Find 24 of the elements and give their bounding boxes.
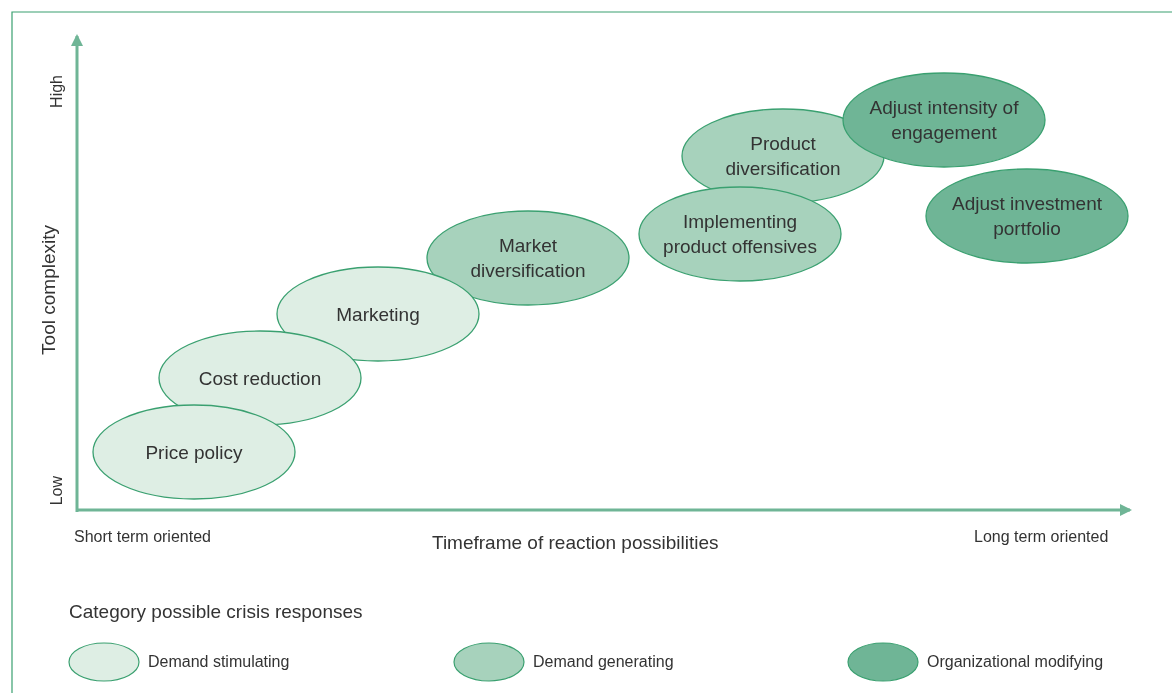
ellipse-label: Product diversification <box>724 132 842 181</box>
ellipse-label: Adjust investment portfolio <box>951 192 1103 241</box>
legend-label: Organizational modifying <box>927 653 1104 671</box>
category-ellipse <box>925 168 1129 264</box>
ellipse-label: Implementing product offensives <box>662 210 818 259</box>
axis-end-label: High <box>48 75 66 108</box>
axis-end-label: Short term oriented <box>74 528 211 546</box>
legend-label: Demand stimulating <box>148 653 290 671</box>
category-ellipse <box>426 210 630 306</box>
ellipse-label: Price policy <box>144 440 244 465</box>
category-ellipse <box>638 186 842 282</box>
axis-end-label: Long term oriented <box>974 528 1109 546</box>
ellipse-label: Market diversification <box>469 234 587 283</box>
ellipse-label: Cost reduction <box>197 366 323 391</box>
category-ellipse <box>158 330 362 426</box>
ellipse-label: Adjust intensity of engagement <box>868 96 1020 145</box>
axis-end-label: Low <box>48 476 66 506</box>
category-ellipse <box>92 404 296 500</box>
legend-label: Demand generating <box>533 653 674 671</box>
axis-title: Tool complexity <box>38 225 60 355</box>
category-ellipse <box>842 72 1046 168</box>
legend-title: Category possible crisis responses <box>69 601 363 623</box>
ellipse-label: Marketing <box>335 302 421 327</box>
axis-title: Timeframe of reaction possibilities <box>432 532 719 554</box>
